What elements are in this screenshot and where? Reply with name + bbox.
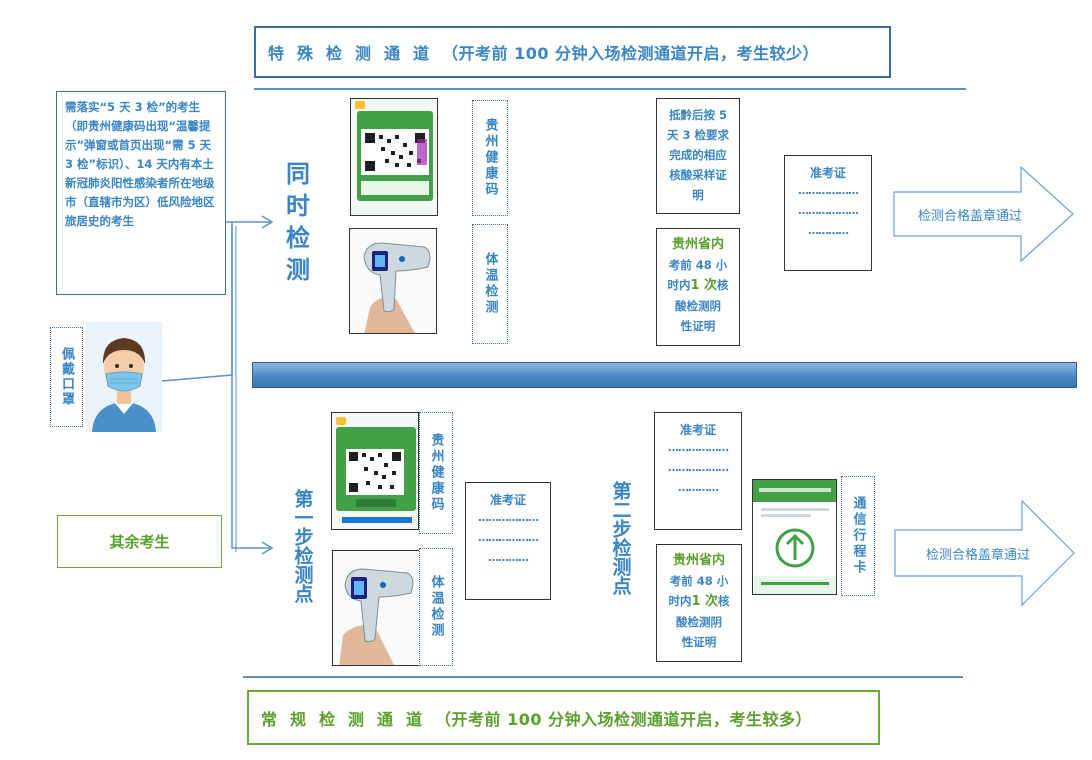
thermometer-image-bottom: [332, 550, 420, 666]
health-code-image: [350, 98, 438, 216]
mask-label: 佩戴口罩: [50, 327, 83, 427]
health-code-label-top: 贵州健康码: [472, 100, 508, 216]
health-code-label-bottom: 贵州健康码: [419, 412, 453, 534]
regular-channel-title: 常规检测通道 （开考前 100 分钟入场检测通道开启，考生较多）: [247, 690, 880, 745]
health-code-image-bottom: [331, 412, 419, 530]
proof-48h-top: 贵州省内 考前 48 小 时内1 次核 酸检测阴 性证明: [656, 228, 740, 346]
pass-label-top: 检测合格盖章通过: [917, 208, 1022, 224]
proof-48h-line3: 时内1 次核: [667, 278, 729, 293]
pass-label-bottom: 检测合格盖章通过: [925, 547, 1030, 563]
admission-dots-2: ………………: [798, 204, 859, 217]
proof-48h-bottom: 贵州省内 考前 48 小 时内1 次核 酸检测阴 性证明: [656, 544, 742, 662]
pass-arrow-top: [893, 166, 1074, 262]
simultaneous-check-label: 同时检测: [281, 161, 310, 289]
special-channel-sub: （开考前 100 分钟入场检测通道开启，考生较少）: [442, 44, 820, 63]
admission-dots-3: …………: [808, 224, 849, 237]
proof-48h-line1: 贵州省内: [671, 237, 724, 252]
admission-title-top: 准考证: [809, 166, 846, 180]
admission-dots-1: ………………: [798, 184, 859, 197]
special-channel-title: 特殊检测通道 （开考前 100 分钟入场检测通道开启，考生较少）: [254, 26, 891, 78]
arrival-proof-text: 抵黔后按 5 天 3 检要求完成的相应核酸采样证明: [667, 108, 730, 202]
step1-check-label: 第一步检测点: [291, 489, 314, 603]
thermometer-image-top: [349, 228, 437, 334]
arrival-proof-box: 抵黔后按 5 天 3 检要求完成的相应核酸采样证明: [656, 98, 740, 214]
person-icon: [86, 322, 162, 432]
step2-check-label: 第二步检测点: [609, 481, 632, 595]
qr-code-icon: [351, 99, 437, 215]
masked-person-image: [86, 322, 162, 432]
itinerary-label: 通信行程卡: [841, 476, 875, 596]
itinerary-card-icon: [753, 480, 836, 594]
bottom-divider: [243, 676, 963, 678]
regular-channel-sub: （开考前 100 分钟入场检测通道开启，考生较多）: [435, 709, 813, 729]
proof-48h-line2: 考前 48 小: [668, 258, 728, 272]
admission-title-middle: 准考证: [489, 493, 526, 507]
thermometer-icon: [350, 229, 436, 333]
proof-48h-line4: 酸检测阴: [675, 299, 721, 313]
section-divider-band: [252, 362, 1077, 388]
other-candidates-box: 其余考生: [57, 515, 222, 568]
pass-arrow-bottom: [894, 500, 1075, 606]
itinerary-card-image: [752, 479, 837, 595]
admission-ticket-bottom: 准考证 ……………… ……………… …………: [654, 412, 742, 530]
temperature-label-bottom: 体温检测: [419, 548, 453, 666]
criteria-text: 需落实“5 天 3 检”的考生（即贵州健康码出现“温馨提示”弹窗或首页出现“需 …: [65, 100, 215, 228]
admission-ticket-top: 准考证 ……………… ……………… …………: [784, 155, 872, 271]
special-channel-main: 特殊检测通道: [268, 44, 443, 63]
regular-channel-main: 常规检测通道: [261, 709, 436, 729]
qr-code-icon-bottom: [332, 413, 418, 529]
other-candidates-label: 其余考生: [109, 533, 170, 551]
thermometer-icon-bottom: [333, 551, 419, 665]
top-divider: [254, 88, 966, 90]
criteria-box: 需落实“5 天 3 检”的考生（即贵州健康码出现“温馨提示”弹窗或首页出现“需 …: [56, 91, 226, 295]
temperature-label-top: 体温检测: [472, 224, 508, 344]
admission-title-bottom: 准考证: [679, 423, 716, 437]
proof-48h-line5: 性证明: [680, 319, 716, 333]
admission-ticket-middle: 准考证 ……………… ……………… …………: [465, 482, 551, 600]
